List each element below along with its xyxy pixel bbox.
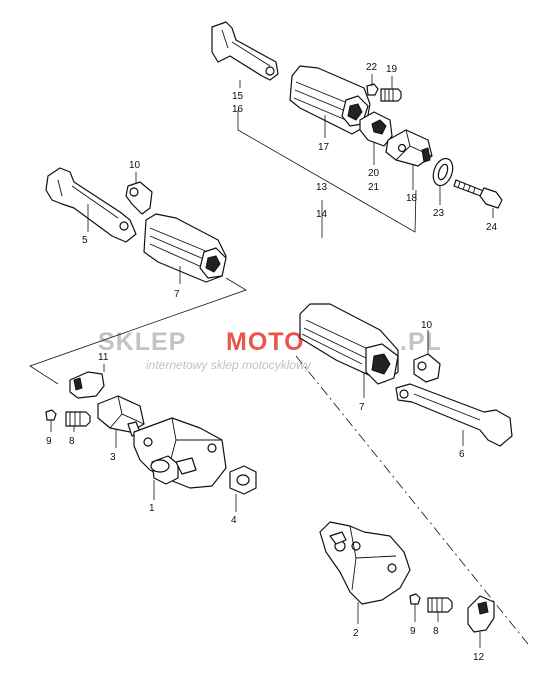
callout-13: 13 — [316, 182, 328, 193]
callout-4: 4 — [231, 515, 237, 526]
bolt-8-left — [65, 411, 91, 427]
callout-7-upper: 7 — [174, 289, 180, 300]
callout-11: 11 — [98, 352, 109, 363]
nut-22 — [366, 83, 379, 96]
watermark-moto: MOTO — [226, 328, 305, 356]
callout-17: 17 — [318, 142, 330, 153]
nut-9-left — [45, 409, 57, 421]
footrest-bracket-6 — [395, 383, 513, 447]
callout-7-right: 7 — [359, 402, 365, 413]
footrest-bracket-5 — [45, 167, 137, 243]
callout-10-right: 10 — [421, 320, 433, 331]
callout-3: 3 — [110, 452, 116, 463]
footrest-rubber-17 — [289, 65, 371, 135]
watermark-sklep: SKLEP — [98, 328, 186, 356]
callout-10-upper: 10 — [129, 160, 141, 171]
callout-24: 24 — [486, 222, 498, 233]
assembly-line-left — [29, 277, 247, 385]
bolt-24 — [453, 179, 503, 209]
callout-20: 20 — [368, 168, 380, 179]
callout-labels: 15 16 17 22 19 20 21 13 14 18 23 24 10 5… — [46, 62, 498, 663]
callout-23: 23 — [433, 208, 445, 219]
footrest-bracket-15-16 — [211, 21, 279, 81]
callout-8-left: 8 — [69, 436, 75, 447]
footrest-rubber-7-upper — [143, 213, 227, 283]
callout-1: 1 — [149, 503, 155, 514]
callout-21: 21 — [368, 182, 380, 193]
callout-9-left: 9 — [46, 436, 52, 447]
callout-14: 14 — [316, 209, 328, 220]
watermark: SKLEP MOTO 43 .PL internetowy sklep moto… — [98, 328, 442, 372]
nut-9-right — [409, 593, 421, 605]
assembly-axis-line — [295, 355, 529, 645]
footrest-bracket-1 — [133, 417, 227, 489]
callout-15: 15 — [232, 91, 244, 102]
clip-11 — [69, 371, 105, 399]
footrest-rubber-7-right — [299, 303, 399, 385]
washer-23 — [432, 157, 454, 187]
plate-20-21 — [359, 111, 393, 147]
callout-6: 6 — [459, 449, 465, 460]
callout-2: 2 — [353, 628, 359, 639]
clip-12 — [467, 595, 495, 633]
clip-10-upper — [125, 181, 153, 215]
pivot-block-18 — [385, 129, 433, 167]
callout-18: 18 — [406, 193, 418, 204]
callout-16: 16 — [232, 104, 244, 115]
bolt-19 — [380, 88, 402, 102]
callout-22: 22 — [366, 62, 378, 73]
watermark-pl: .PL — [400, 328, 442, 356]
callout-12: 12 — [473, 652, 485, 663]
pivot-block-3 — [97, 395, 145, 437]
watermark-tagline: internetowy sklep motocyklowy — [146, 358, 312, 372]
callout-9-right: 9 — [410, 626, 416, 637]
assembly-bracket-line-13-14 — [237, 110, 417, 233]
footrest-bracket-2 — [319, 521, 411, 605]
bolt-8-right — [427, 597, 453, 613]
callout-8-right: 8 — [433, 626, 439, 637]
nut-4 — [229, 465, 257, 495]
clip-10-right — [413, 353, 441, 383]
callout-19: 19 — [386, 64, 398, 75]
callout-5: 5 — [82, 235, 88, 246]
